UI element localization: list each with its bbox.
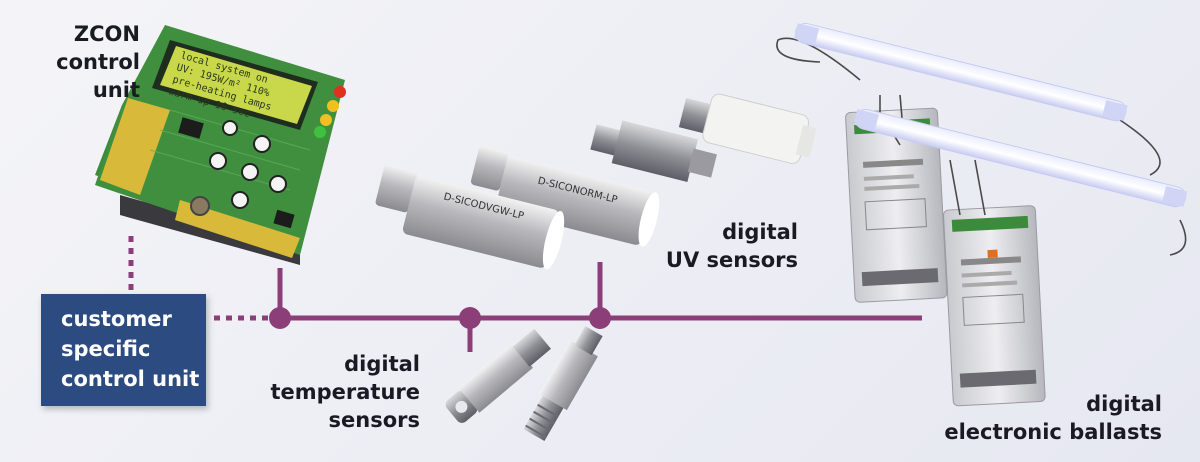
uv-sensors-image: D-SICONORM-LP D-SICODVGW-LP xyxy=(375,93,817,270)
bus-node-3 xyxy=(589,307,611,329)
customer-control-unit-box: customer specific control unit xyxy=(41,294,206,406)
bus-node-1 xyxy=(269,307,291,329)
ballasts-label-line-2: electronic ballasts xyxy=(944,420,1162,444)
temp-label-line-1: digital xyxy=(344,352,420,376)
customer-label-line-2: specific xyxy=(61,337,151,361)
ballasts-label: digital electronic ballasts xyxy=(940,390,1162,446)
yellow-led-icon xyxy=(327,100,339,112)
ballasts-label-line-1: digital xyxy=(1086,392,1162,416)
green-led-icon xyxy=(314,126,326,138)
uv-label-line-1: digital xyxy=(722,220,798,244)
uv-label-line-2: UV sensors xyxy=(665,248,798,272)
zcon-pcb-image: local system on UV: 195W/m² 110% pre-hea… xyxy=(95,25,346,265)
temp-label-line-3: sensors xyxy=(328,408,420,432)
electronic-ballasts-image xyxy=(776,22,1188,407)
customer-label-line-3: control unit xyxy=(61,367,200,391)
bus-node-2 xyxy=(459,307,481,329)
uv-lamp-2 xyxy=(853,108,1188,208)
zcon-label: ZCON control unit xyxy=(40,20,140,104)
customer-label-line-1: customer xyxy=(61,307,172,331)
temperature-sensors-image xyxy=(445,326,603,442)
temp-label-line-2: temperature xyxy=(270,380,420,404)
bus-network xyxy=(128,236,922,352)
zcon-label-line-1: ZCON xyxy=(73,22,140,46)
zcon-label-line-2: control unit xyxy=(56,50,140,102)
uv-sensors-label: digital UV sensors xyxy=(640,218,798,274)
red-led-icon xyxy=(334,86,346,98)
temperature-sensors-label: digital temperature sensors xyxy=(260,350,420,434)
uv-lamp-1 xyxy=(793,22,1128,122)
pcb-button-icon xyxy=(253,135,271,153)
customer-control-unit-label: customer specific control unit xyxy=(61,304,199,394)
